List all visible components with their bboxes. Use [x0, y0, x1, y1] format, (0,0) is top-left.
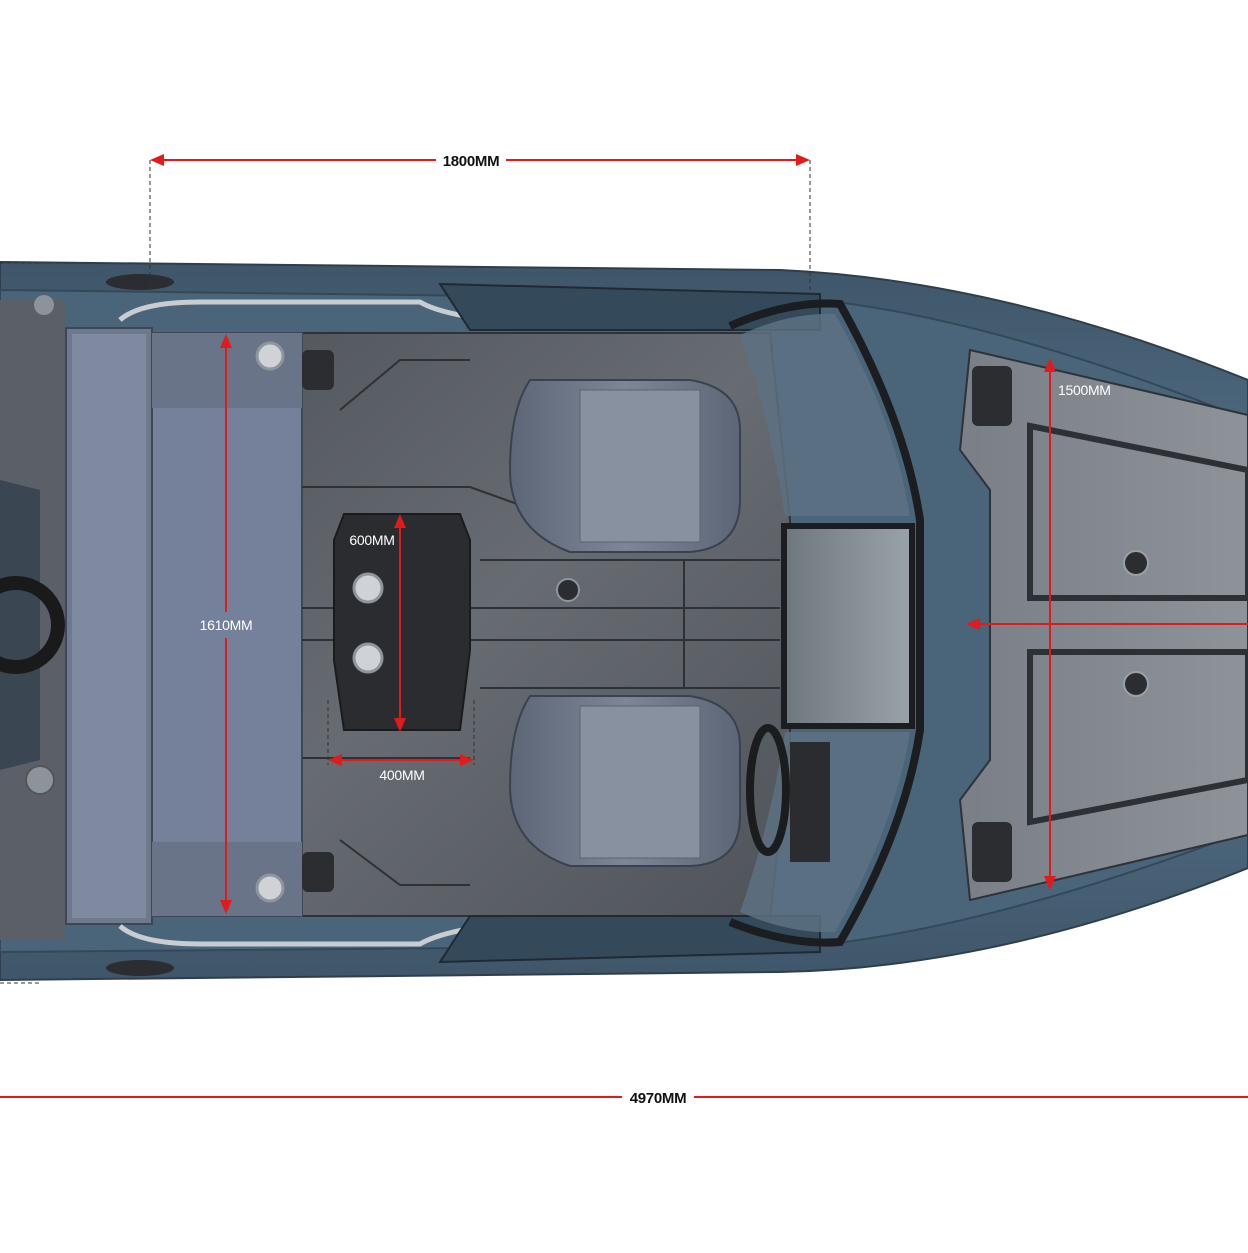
dash-panel: [790, 742, 830, 862]
engine-well: [0, 480, 40, 770]
arrow-600-top: [394, 514, 406, 528]
dimension-annotations: 1800MM 1610MM 1500MM 600MM 400MM 4970MM: [0, 153, 1248, 1107]
bow-hatch-top: [1123, 550, 1149, 576]
arrow-400-right: [460, 754, 474, 766]
dim-label-1500: 1500MM: [1058, 382, 1111, 398]
arrow-400-left: [328, 754, 342, 766]
bow-vent-bottom: [972, 822, 1012, 882]
arrow-1800-left: [150, 154, 164, 166]
walkthrough-door-glass: [781, 523, 915, 729]
steering-wheel: [746, 724, 790, 856]
bow-locker-bottom: [1027, 649, 1248, 826]
arrow-1500-bottom: [1044, 876, 1056, 890]
arrow-1500-top: [1044, 358, 1056, 372]
bow-locker-top: [1027, 422, 1248, 601]
deck-hatch-center: [556, 578, 580, 602]
arrow-1800-right: [796, 154, 810, 166]
windshield-glass-top: [740, 313, 910, 516]
dim-label-1610: 1610MM: [200, 617, 253, 633]
windshield-frame: [728, 299, 924, 947]
center-console: [333, 513, 471, 731]
arrow-1610-bottom: [220, 900, 232, 914]
cupholder-top: [255, 341, 285, 371]
stern-drain: [25, 765, 55, 795]
dim-label-4970: 4970MM: [630, 1090, 687, 1107]
cleat-top: [106, 274, 174, 290]
driver-seat: [508, 695, 741, 867]
console-cupholder-top: [352, 572, 384, 604]
dim-label-400: 400MM: [379, 767, 424, 783]
dim-label-600: 600MM: [349, 532, 394, 548]
arrow-bow-horizontal: [966, 618, 980, 630]
stern-cleat-top: [34, 295, 54, 315]
rear-bench-backrest-top: [72, 334, 146, 918]
arrow-1610-top: [220, 334, 232, 348]
cleat-bottom: [106, 960, 174, 976]
vent-bottom: [302, 852, 334, 892]
arrow-600-bottom: [394, 718, 406, 732]
dim-label-1800: 1800MM: [443, 153, 500, 170]
console-cupholder-bottom: [352, 642, 384, 674]
bow-vent-top: [972, 366, 1012, 426]
passenger-seat: [508, 379, 741, 553]
motor-hose: [0, 576, 65, 674]
cupholder-bottom: [255, 873, 285, 903]
vent-top: [302, 350, 334, 390]
bow-hatch-bottom: [1123, 671, 1149, 697]
